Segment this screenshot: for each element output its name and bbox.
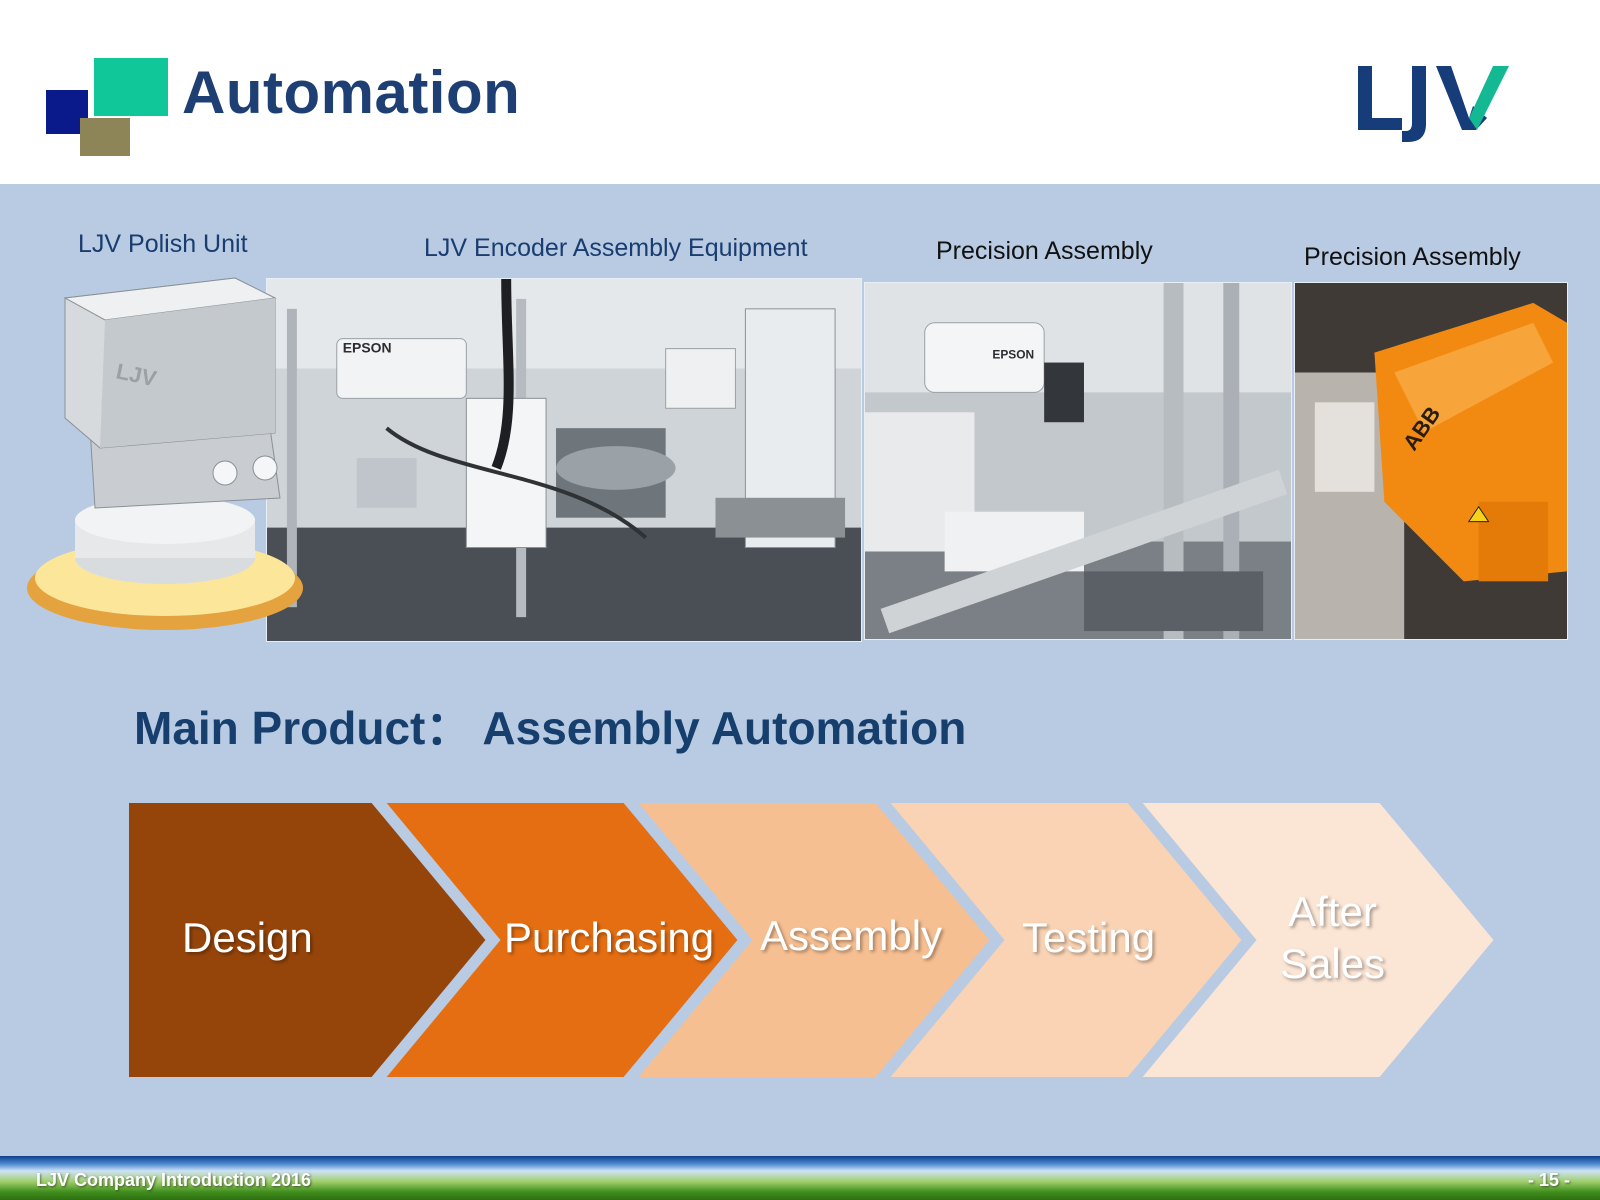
caption-encoder-equipment: LJV Encoder Assembly Equipment — [424, 234, 808, 262]
step-label-purchasing: Purchasing — [504, 914, 715, 961]
polish-unit-image: LJV — [20, 258, 310, 638]
svg-text:EPSON: EPSON — [343, 340, 392, 356]
encoder-equipment-photo: EPSON — [266, 278, 862, 642]
chevron-design — [119, 793, 499, 1087]
caption-polish-unit: LJV Polish Unit — [78, 230, 248, 258]
caption-precision-assembly-1: Precision Assembly — [936, 237, 1153, 265]
process-chevron-graphic — [119, 793, 1507, 1087]
page-number: - 15 - — [1527, 1170, 1570, 1190]
slide-header: Automation — [0, 0, 1600, 184]
footer-company-text: LJV Company Introduction 2016 — [36, 1170, 312, 1190]
step-label-design: Design — [182, 914, 313, 961]
main-product-subtitle: Main Product： Assembly Automation — [134, 702, 967, 754]
slide-title: Automation — [182, 59, 521, 126]
process-chevrons: Design Purchasing Assembly Testing After… — [119, 793, 1507, 1087]
precision-assembly-photo-2: ABB — [1294, 282, 1568, 640]
ljv-logo — [1356, 58, 1516, 144]
step-label-assembly: Assembly — [760, 912, 943, 959]
slide-footer: LJV Company Introduction 2016 - 15 - — [0, 1156, 1600, 1200]
decor-teal-square — [94, 58, 168, 116]
caption-precision-assembly-2: Precision Assembly — [1304, 243, 1521, 271]
step-label-testing: Testing — [1022, 914, 1156, 961]
svg-text:EPSON: EPSON — [992, 348, 1034, 362]
step-label-after-sales: After Sales — [1280, 888, 1386, 987]
precision-assembly-photo-1: EPSON — [864, 282, 1292, 640]
decor-khaki-square — [80, 118, 130, 156]
